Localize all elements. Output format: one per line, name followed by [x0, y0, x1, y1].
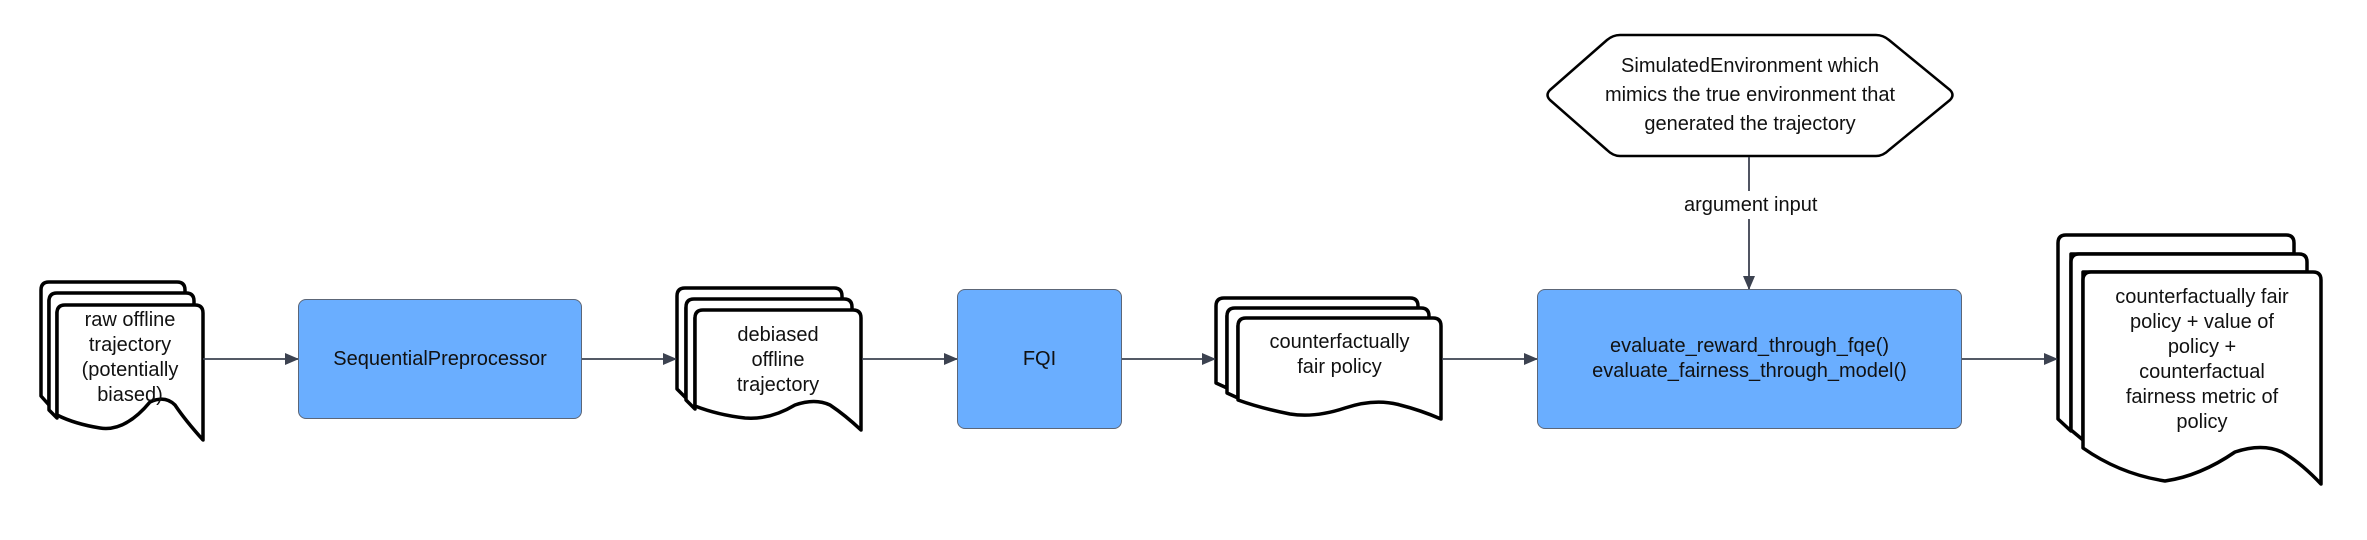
- fqi-label: FQI: [1022, 347, 1057, 370]
- evaluate-fairness-label: evaluate_fairness_through_model(): [1592, 360, 1907, 382]
- fair-policy-label: counterfactually fair policy: [1238, 324, 1441, 386]
- debiased-trajectory-line: trajectory: [736, 373, 820, 396]
- document-page-back: [2056, 233, 2296, 433]
- document-page-middle: [2069, 252, 2309, 442]
- sequential-preprocessor-label: SequentialPreprocessor: [333, 347, 547, 370]
- sequential-preprocessor-box: SequentialPreprocessor: [298, 299, 582, 419]
- document-page-front: [1236, 316, 1443, 421]
- output-line: counterfactually fair: [2115, 285, 2289, 308]
- output-line: fairness metric of: [2125, 385, 2279, 408]
- evaluate-box: evaluate_reward_through_fqe() evaluate_f…: [1537, 289, 1962, 429]
- raw-trajectory-line: raw offline: [84, 308, 176, 331]
- fair-policy-line: counterfactually: [1269, 331, 1410, 353]
- raw-trajectory-line: trajectory: [88, 333, 172, 356]
- raw-trajectory-line: biased): [97, 383, 163, 406]
- fair-policy-line: fair policy: [1297, 356, 1382, 378]
- document-stack-raw-trajectory: [39, 280, 205, 442]
- argument-input-edge-label: argument input: [1680, 191, 1822, 219]
- raw-trajectory-line: (potentially: [81, 358, 179, 381]
- evaluate-reward-label: evaluate_reward_through_fqe(): [1609, 335, 1890, 357]
- output-line: policy: [2176, 410, 2228, 433]
- fqi-box: FQI: [957, 289, 1122, 429]
- simulated-environment-hexagon: [1546, 33, 1954, 158]
- document-page-front: [693, 308, 863, 432]
- document-page-front: [55, 303, 205, 442]
- debiased-trajectory-label: debiased offline trajectory: [695, 320, 861, 400]
- simulated-environment-line: mimics the true environment that: [1604, 83, 1896, 106]
- output-line: policy + value of: [2130, 310, 2274, 333]
- document-stack-fair-policy: [1214, 296, 1443, 421]
- document-stack-output: [2056, 233, 2323, 486]
- simulated-environment-line: SimulatedEnvironment which: [1621, 54, 1879, 77]
- output-line: counterfactual: [2139, 360, 2265, 383]
- simulated-environment-line: generated the trajectory: [1644, 112, 1856, 135]
- debiased-trajectory-line: debiased: [737, 323, 819, 346]
- output-label: counterfactually fair policy + value of …: [2083, 282, 2321, 437]
- debiased-trajectory-line: offline: [751, 348, 805, 371]
- raw-trajectory-label: raw offline trajectory (potentially bias…: [57, 308, 203, 406]
- document-page-front: [2081, 270, 2323, 486]
- document-stack-debiased-trajectory: [675, 286, 863, 432]
- output-line: policy +: [2167, 335, 2237, 358]
- simulated-environment-label: SimulatedEnvironment which mimics the tr…: [1560, 45, 1940, 145]
